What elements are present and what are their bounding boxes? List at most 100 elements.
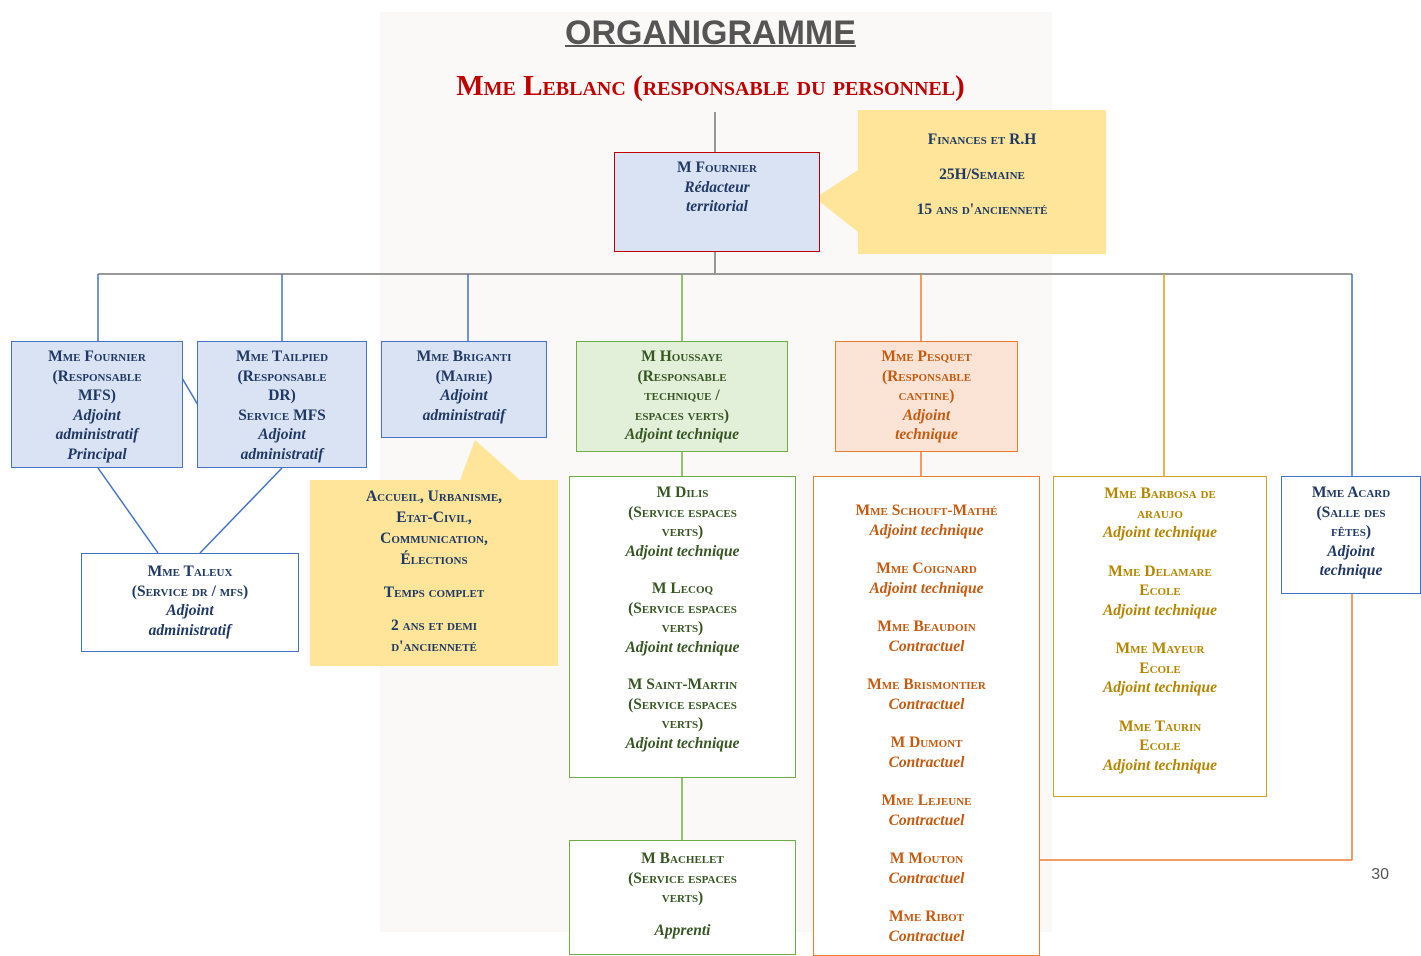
person-role: territorial (685, 198, 748, 215)
person-info: Ecole (1139, 582, 1181, 599)
person-info: (Responsable (237, 367, 327, 385)
person-name: Mme Briganti (416, 348, 512, 365)
person-info: MFS) (78, 387, 116, 404)
person-info: Service MFS (238, 406, 326, 424)
person-role: administratif (240, 445, 324, 463)
callout-text: Etat-Civil, (396, 509, 472, 526)
person-name: M Lecoq (651, 580, 714, 597)
person-role: Contractuel (888, 869, 965, 887)
person-info: (Service dr / mfs) (131, 582, 249, 600)
person-info: technique / (644, 387, 720, 404)
person-info: (Service espaces (628, 599, 737, 617)
person-role: Adjoint technique (625, 734, 740, 752)
callout-text: Élections (400, 551, 468, 568)
box-mme-taleux: Mme Taleux (Service dr / mfs) Adjoint ad… (81, 553, 299, 652)
callout-text: 2 ans et demi (391, 617, 477, 634)
person-info: (Responsable (52, 367, 142, 385)
person-role: Adjoint technique (869, 521, 984, 539)
person-info: Ecole (1139, 659, 1181, 677)
box-m-bachelet: M Bachelet (Service espaces verts) Appre… (569, 840, 796, 955)
person-role: Adjoint (902, 406, 951, 424)
person-name: Mme Brismontier (867, 676, 986, 693)
callout-text: Temps complet (383, 584, 485, 601)
list-item: Mme Brismontier Contractuel (814, 675, 1039, 714)
person-role: Adjoint (73, 406, 121, 424)
list-item: M Saint-Martin (Service espaces verts) A… (570, 675, 795, 753)
person-name: Mme Ribot (889, 908, 964, 925)
box-green-team: M Dilis (Service espaces verts) Adjoint … (569, 476, 796, 778)
person-role: Adjoint technique (1102, 601, 1218, 619)
person-info: verts) (661, 889, 704, 906)
person-name: Mme Coignard (876, 560, 977, 577)
person-role: Adjoint (166, 602, 214, 619)
person-name: M Houssaye (641, 348, 723, 365)
connector-line (199, 467, 283, 554)
callout-pointer (460, 440, 520, 480)
list-item: Mme Coignard Adjoint technique (814, 559, 1039, 598)
person-role: Adjoint (1327, 542, 1375, 560)
person-role: Adjoint technique (625, 542, 740, 560)
person-role: Adjoint technique (624, 426, 740, 443)
person-info: fêtes) (1330, 523, 1371, 540)
list-item: Mme Ribot Contractuel (814, 907, 1039, 946)
person-info: (Service espaces (628, 695, 737, 713)
person-role: Adjoint technique (625, 638, 740, 656)
person-name: Mme Pesquet (881, 348, 972, 365)
callout-pointer (815, 170, 858, 232)
person-info: (Salle des (1316, 503, 1386, 521)
connector-line (97, 467, 159, 554)
connector-line (181, 377, 199, 406)
box-mme-briganti: Mme Briganti (Mairie) Adjoint administra… (381, 341, 547, 438)
person-role: Apprenti (654, 921, 711, 939)
person-info: verts) (661, 523, 704, 540)
person-role: administratif (55, 426, 139, 443)
box-m-houssaye: M Houssaye (Responsable technique / espa… (576, 341, 788, 452)
person-name: Mme Schouft-Mathé (855, 502, 998, 519)
person-info: verts) (661, 715, 704, 732)
person-info: DR) (268, 387, 296, 404)
person-name: M Saint-Martin (627, 676, 738, 693)
box-mme-tailpied: Mme Tailpied (Responsable DR) Service MF… (197, 341, 367, 468)
person-name: Mme Mayeur (1115, 640, 1205, 657)
person-role: Contractuel (888, 811, 965, 829)
head-box: M Fournier Rédacteur territorial (614, 152, 820, 252)
person-role: Contractuel (888, 637, 965, 655)
person-name: M Mouton (889, 850, 964, 867)
person-name: Mme Lejeune (881, 792, 972, 809)
person-info: araujo (1137, 504, 1183, 522)
list-item: M Dilis (Service espaces verts) Adjoint … (570, 483, 795, 561)
list-item: Mme Mayeur Ecole Adjoint technique (1054, 639, 1266, 698)
person-name: Mme Fournier (48, 348, 146, 365)
person-name: Mme Taleux (147, 563, 233, 580)
list-item: Mme Delamare Ecole Adjoint technique (1054, 562, 1266, 621)
person-role: administratif (148, 621, 232, 639)
list-item: M Lecoq (Service espaces verts) Adjoint … (570, 579, 795, 657)
callout-text: d'ancienneté (391, 638, 477, 655)
person-name: Mme Acard (1311, 484, 1391, 501)
person-name: M Dilis (656, 484, 709, 501)
callout-text: 15 ans d'ancienneté (916, 201, 1048, 218)
callout-text: Communication, (380, 530, 488, 547)
person-role: technique (1319, 562, 1383, 579)
box-mme-acard: Mme Acard (Salle des fêtes) Adjoint tech… (1281, 476, 1421, 594)
person-info: (Service espaces (628, 869, 737, 887)
box-orange-team: Mme Schouft-Mathé Adjoint technique Mme … (813, 476, 1040, 956)
person-name: Mme Delamare (1108, 562, 1212, 580)
person-role: Adjoint technique (1102, 756, 1218, 774)
person-name: M Fournier (677, 159, 757, 176)
person-name: Mme Tailpied (235, 348, 329, 365)
list-item: M Dumont Contractuel (814, 733, 1039, 772)
person-info: espaces verts) (634, 406, 730, 424)
person-info: (Mairie) (435, 367, 493, 385)
callout-text: Accueil, Urbanisme, (365, 488, 503, 505)
person-name: Mme Barbosa de (1104, 485, 1216, 502)
person-name: M Bachelet (641, 850, 724, 867)
person-role: Contractuel (888, 753, 965, 771)
person-info: cantine) (898, 387, 955, 404)
box-mme-pesquet: Mme Pesquet (Responsable cantine) Adjoin… (835, 341, 1018, 452)
page-title: ORGANIGRAMME (565, 14, 856, 52)
person-info: (Responsable (637, 367, 727, 385)
list-item: Mme Lejeune Contractuel (814, 791, 1039, 830)
list-item: Mme Taurin Ecole Adjoint technique (1054, 717, 1266, 776)
